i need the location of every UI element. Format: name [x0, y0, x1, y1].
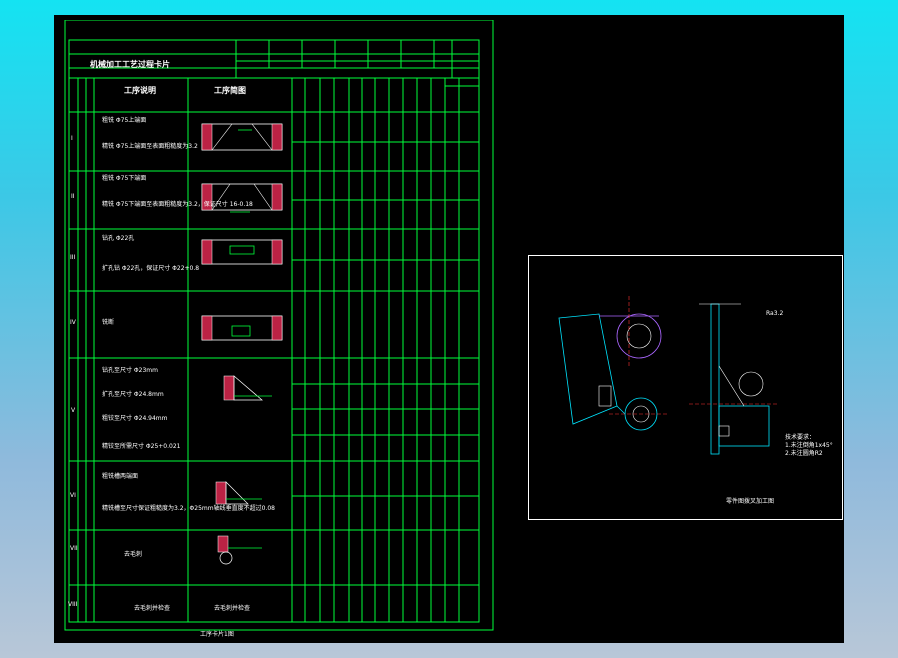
col-header-desc: 工序说明: [124, 86, 156, 95]
row1-step2: 精铣 Φ75上端面至表面粗糙度为3.2: [102, 143, 198, 150]
roughness-note: Ra3.2: [766, 310, 784, 317]
sketch-row-1: [201, 123, 283, 151]
sketch-row-7: [217, 535, 262, 565]
row-roman-2: II: [71, 193, 75, 200]
row2-step2: 精铣 Φ75下端面至表面粗糙度为3.2，保证尺寸 16-0.18: [102, 201, 253, 208]
process-card-sheet: [64, 20, 494, 631]
row-roman-8: VIII: [68, 601, 78, 608]
row1-step1: 粗铣 Φ75上端面: [102, 117, 147, 124]
row5-step2: 扩孔至尺寸 Φ24.8mm: [102, 391, 164, 398]
row3-step2: 扩孔钻 Φ22孔，保证尺寸 Φ22+0.8: [102, 265, 200, 272]
row-roman-6: VI: [70, 492, 76, 499]
row-roman-3: III: [70, 254, 76, 261]
row5-step4: 精铰至所需尺寸 Φ25+0.021: [102, 443, 181, 450]
row-roman-4: IV: [70, 319, 76, 326]
row5-step3: 粗铰至尺寸 Φ24.94mm: [102, 415, 168, 422]
bottom-left-note: 去毛刺并检查: [134, 605, 171, 612]
part-drawing-panel[interactable]: Ra3.2 技术要求： 1.未注倒角1x45° 2.未注圆角R2 零件图拨叉加工…: [528, 255, 843, 520]
part-drawing: [558, 296, 779, 455]
row-roman-1: I: [71, 135, 73, 142]
drawing-caption: 零件图拨叉加工图: [726, 498, 775, 505]
row7-step1: 去毛刺: [124, 551, 143, 558]
sketch-row-4: [201, 315, 283, 341]
sheet-title: 机械加工工艺过程卡片: [90, 60, 170, 69]
sketch-row-5: [223, 375, 272, 401]
bottom-mid-note: 去毛刺并检查: [214, 605, 251, 612]
tech-note-2: 2.未注圆角R2: [785, 450, 823, 457]
row4-step1: 铣断: [102, 319, 115, 326]
row6-step1: 粗铣槽两端面: [102, 473, 139, 480]
row3-step1: 钻孔 Φ22孔: [102, 235, 135, 242]
sheet-caption: 工序卡片1图: [200, 631, 234, 638]
tech-note-1: 1.未注倒角1x45°: [785, 442, 833, 449]
row5-step1: 钻孔至尺寸 Φ23mm: [102, 367, 158, 374]
row2-step1: 粗铣 Φ75下端面: [102, 175, 147, 182]
sketch-row-3: [201, 239, 283, 265]
row6-step2: 精铣槽至尺寸保证粗糙度为3.2，Φ25mm轴线垂直度不超过0.08: [102, 505, 275, 512]
cad-viewport[interactable]: 机械加工工艺过程卡片 工序说明 工序简图 I II III IV V VI VI…: [54, 15, 844, 643]
sketch-row-6: [215, 481, 262, 505]
row-roman-7: VII: [70, 545, 78, 552]
tech-note-0: 技术要求：: [785, 434, 816, 441]
col-header-sketch: 工序简图: [214, 86, 246, 95]
row-roman-5: V: [71, 407, 76, 414]
sketch-row-2: [201, 183, 283, 213]
